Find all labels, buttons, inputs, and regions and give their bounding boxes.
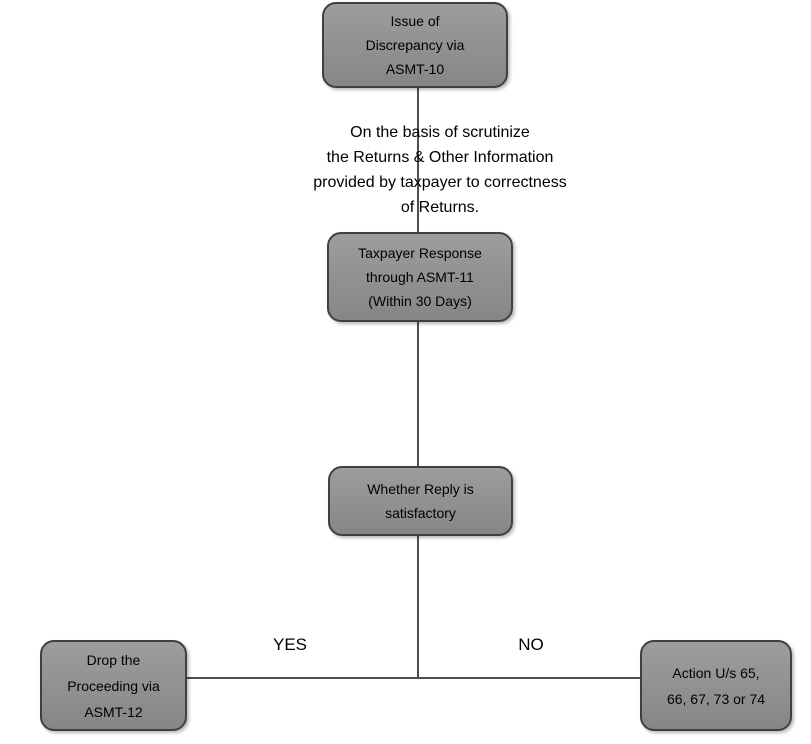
node-issue-discrepancy-asmt10: Issue of Discrepancy via ASMT-10 [322,2,508,88]
annotation-scrutiny-note: On the basis of scrutinize the Returns &… [313,124,567,216]
branch-label-yes: YES [272,635,308,654]
connector-horizontal-branch [187,677,640,679]
connector-vertical-main [417,88,419,678]
branch-label-no: NO [518,635,544,654]
node-action-us-65-74: Action U/s 65, 66, 67, 73 or 74 [640,640,792,731]
node-drop-proceeding-asmt12: Drop the Proceeding via ASMT-12 [40,640,187,731]
node-whether-reply-satisfactory: Whether Reply is satisfactory [328,466,513,536]
node-taxpayer-response-asmt11: Taxpayer Response through ASMT-11 (Withi… [327,232,513,322]
